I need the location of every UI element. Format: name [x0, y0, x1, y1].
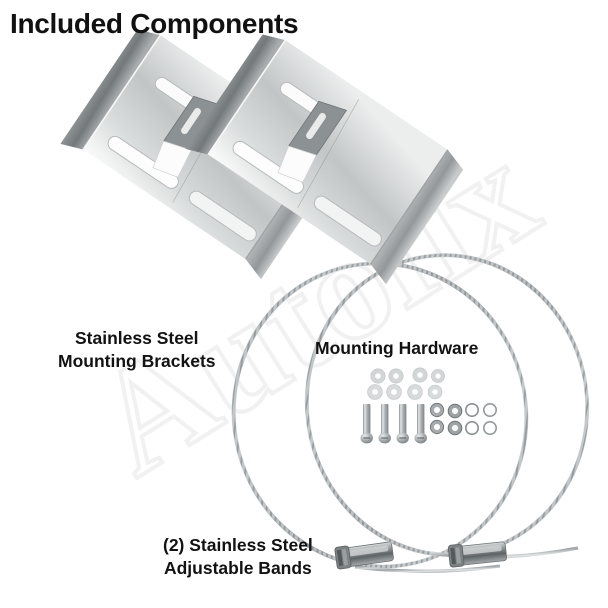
hex-nut: [447, 420, 463, 436]
hex-nut: [447, 403, 463, 419]
washer: [427, 384, 443, 400]
bracket-right: [185, 34, 464, 285]
lock-washer: [482, 402, 497, 417]
caption-mounting-brackets-line1: Stainless Steel: [74, 328, 199, 348]
bolts: [360, 404, 427, 444]
caption-mounting-brackets-line2: Mounting Brackets: [58, 350, 216, 371]
caption-adjustable-bands-line1: (2) Stainless Steel: [163, 535, 313, 555]
hex-nut: [429, 419, 445, 435]
band-1-buckle: [334, 541, 394, 570]
caption-mounting-hardware: Mounting Hardware: [315, 337, 478, 360]
band-2: [304, 253, 590, 568]
lock-washer: [464, 420, 479, 435]
bolt: [414, 404, 427, 444]
hex-nut: [429, 402, 445, 418]
washer: [388, 368, 404, 384]
bolt: [378, 404, 391, 444]
caption-mounting-hardware-line1: Mounting Hardware: [315, 338, 479, 358]
washer: [370, 368, 386, 384]
band-2-buckle: [447, 541, 508, 568]
washer: [386, 384, 402, 400]
band-1: [231, 261, 529, 573]
lock-washer: [464, 402, 479, 417]
washer: [367, 384, 383, 400]
caption-mounting-brackets: Stainless Steel Mounting Brackets: [58, 327, 216, 373]
washer: [412, 367, 428, 383]
washer: [431, 369, 445, 383]
flat-washers: [367, 367, 445, 400]
lock-washer: [482, 420, 497, 435]
caption-adjustable-bands: (2) Stainless Steel Adjustable Bands: [163, 534, 313, 580]
page-title: Included Components: [10, 8, 299, 39]
bolt: [360, 404, 373, 444]
bolt: [396, 404, 409, 444]
caption-adjustable-bands-line2: Adjustable Bands: [163, 557, 312, 578]
washer: [407, 384, 423, 400]
nuts-and-lock-washers: [429, 402, 497, 436]
